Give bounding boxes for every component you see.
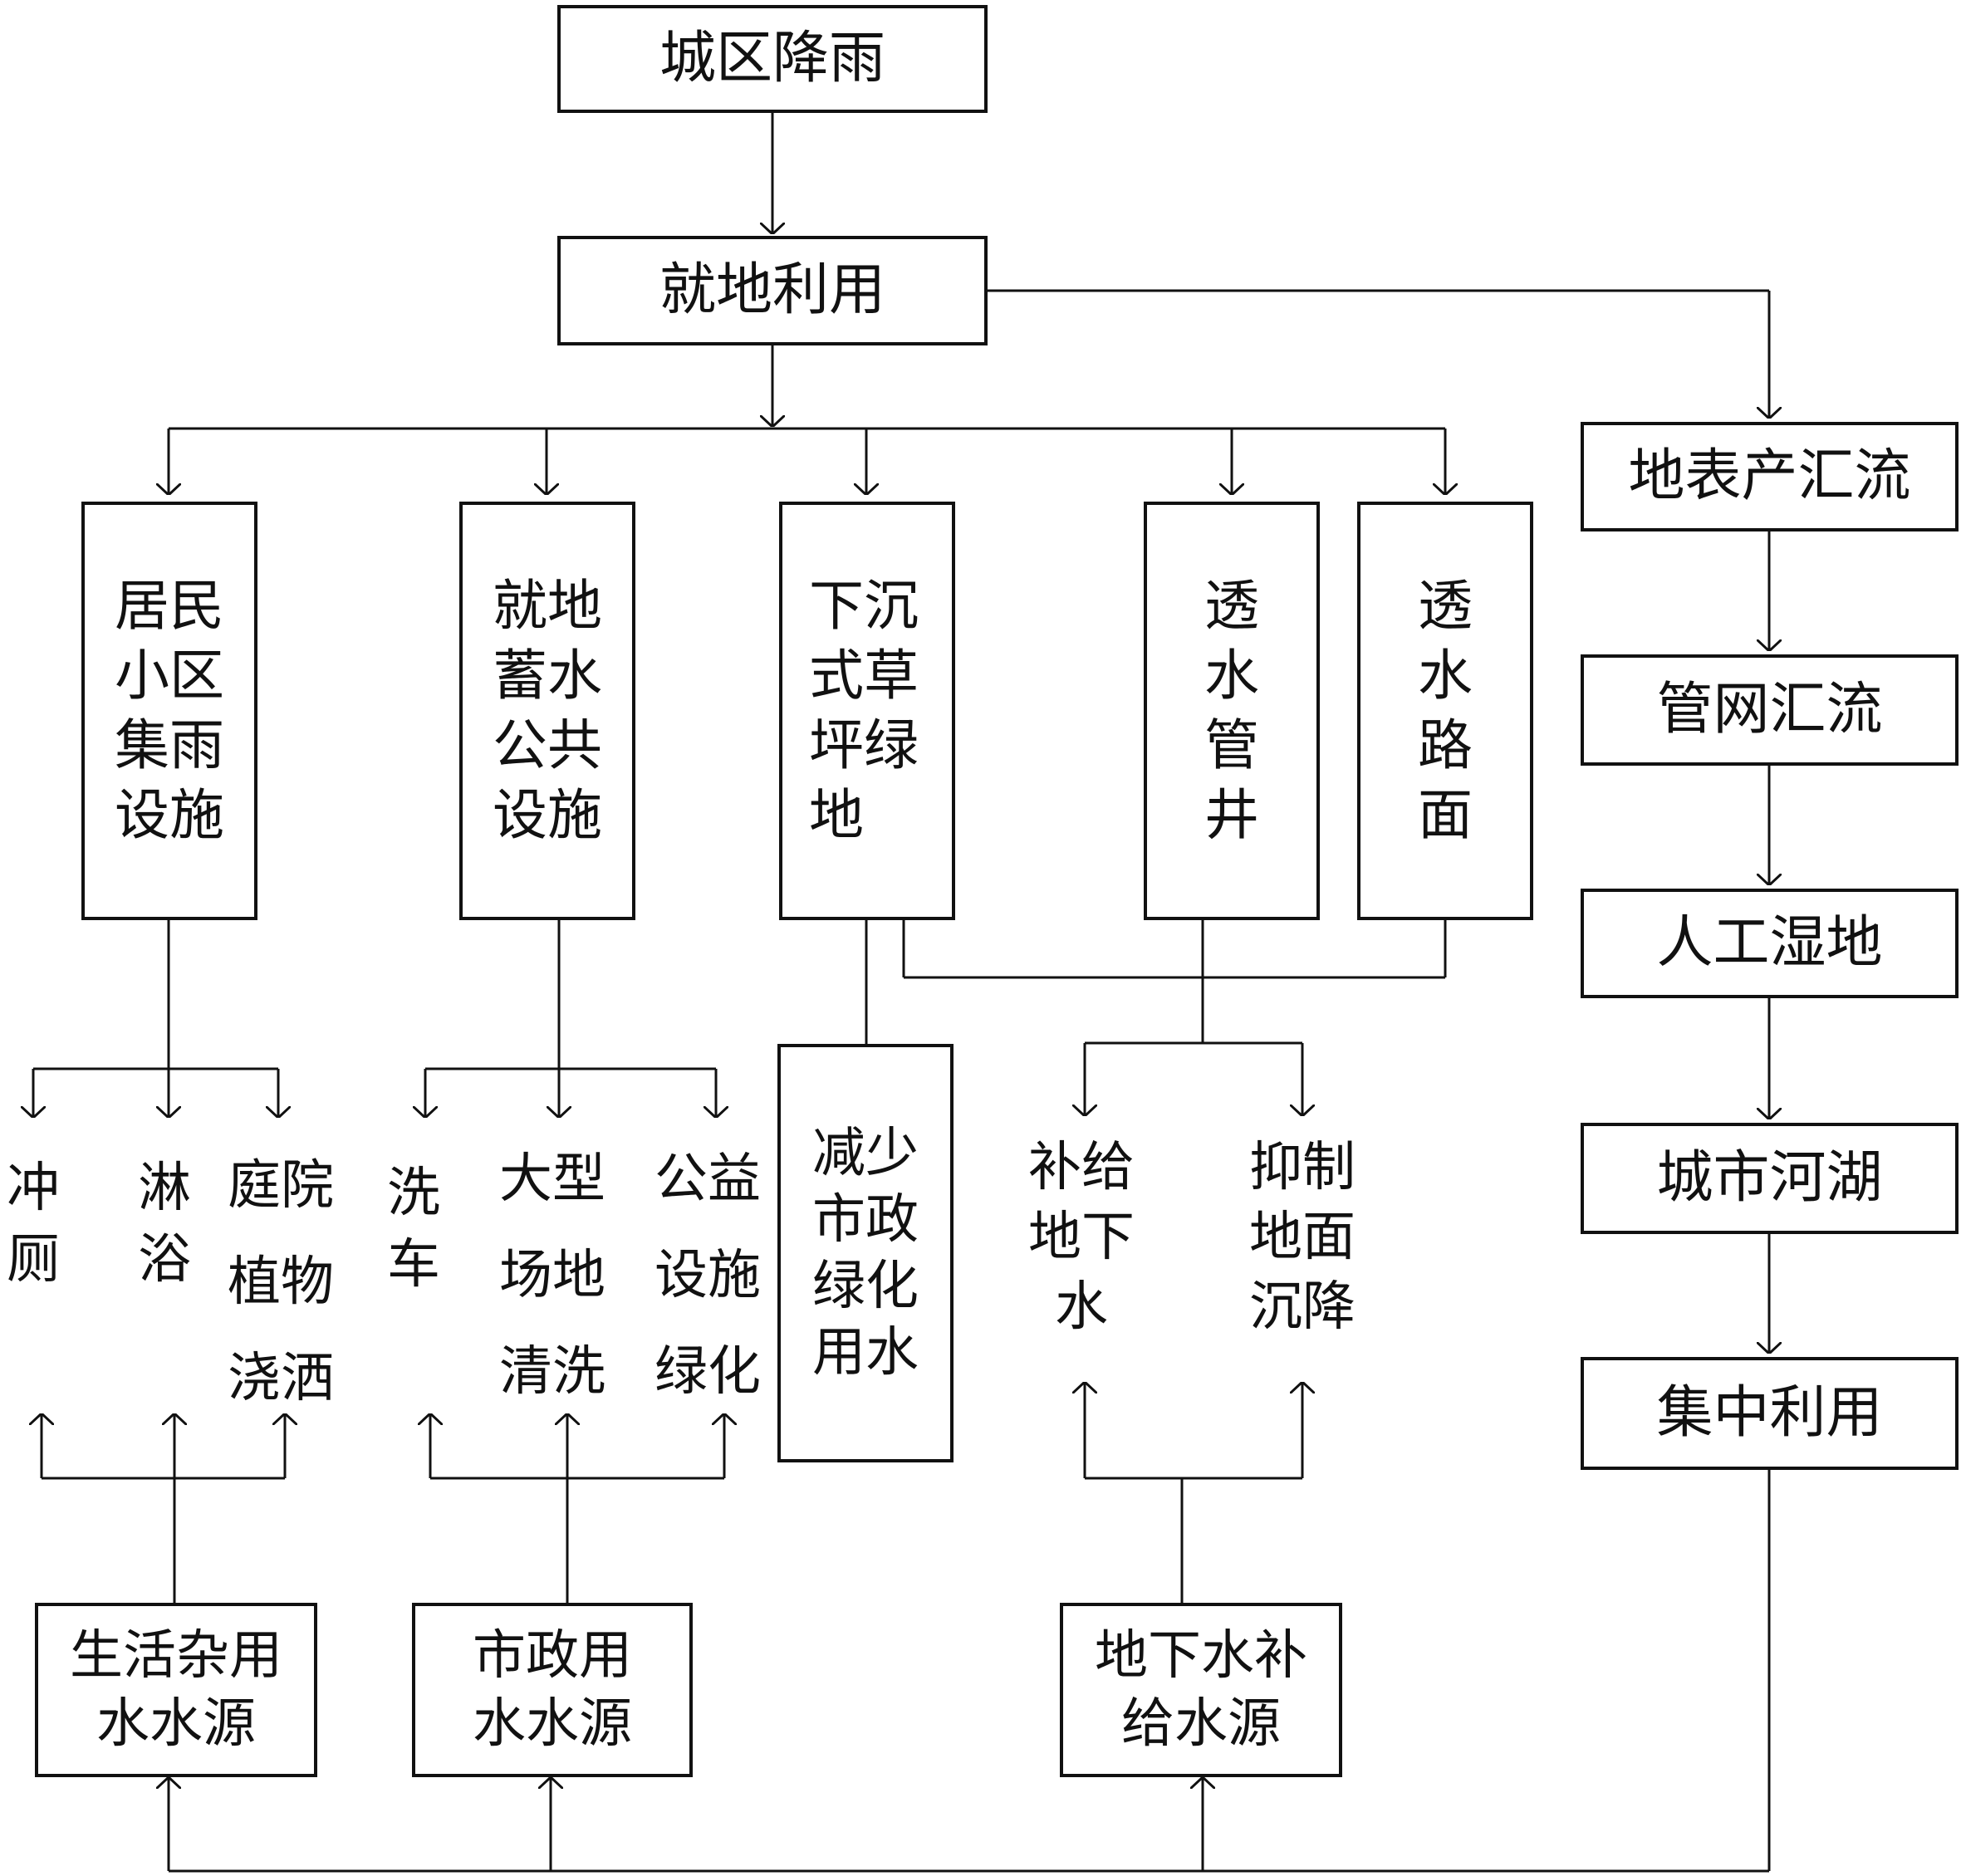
municipal-source-label: 市政用 水水源 (473, 1625, 632, 1755)
recharge-source-label: 地下水补 给水源 (1095, 1625, 1307, 1755)
rain-label: 城区降雨 (659, 26, 885, 91)
urban-lake-label: 城市河湖 (1656, 1145, 1883, 1211)
perm-well-box: 透水管井 (1144, 502, 1320, 920)
pipe-runoff-box: 管网汇流 (1581, 654, 1959, 766)
surface-runoff-box: 地表产汇流 (1581, 422, 1959, 531)
use-garden: 庭院 植物 浇洒 (228, 1155, 334, 1409)
domestic-source-label: 生活杂用 水水源 (70, 1625, 282, 1755)
surface-runoff-label: 地表产汇流 (1628, 443, 1911, 509)
use-shower: 淋浴 (138, 1158, 191, 1291)
reduce-green-box: 减少市政绿化用水 (777, 1044, 954, 1462)
local-use-label: 就地利用 (659, 257, 885, 323)
sunken-lawn-box: 下沉式草坪绿地 (779, 502, 955, 920)
use-public-green: 公益 设施 绿化 (654, 1149, 761, 1403)
central-use-label: 集中利用 (1656, 1380, 1883, 1446)
use-toilet: 冲厕 (7, 1158, 60, 1291)
sunken-lawn-label: 下沉式草坪绿地 (809, 574, 919, 847)
reduce-green-label: 减少市政绿化用水 (812, 1123, 919, 1384)
use-recharge: 补给 地下 水 (1028, 1137, 1135, 1338)
use-plaza: 大型 场地 清洗 (499, 1149, 605, 1403)
wetland-box: 人工湿地 (1581, 889, 1959, 998)
perm-well-label: 透水管井 (1204, 574, 1259, 847)
pipe-runoff-label: 管网汇流 (1656, 677, 1883, 742)
perm-road-label: 透水路面 (1418, 574, 1473, 847)
use-carwash: 洗车 (387, 1163, 440, 1296)
central-use-box: 集中利用 (1581, 1357, 1959, 1470)
storage-label: 就地蓄水公共设施 (493, 574, 602, 847)
storage-box: 就地蓄水公共设施 (459, 502, 635, 920)
rain-box: 城区降雨 (557, 5, 988, 113)
recharge-source-box: 地下水补 给水源 (1060, 1603, 1342, 1777)
domestic-source-box: 生活杂用 水水源 (35, 1603, 317, 1777)
local-use-box: 就地利用 (557, 236, 988, 345)
residential-box: 居民小区集雨设施 (81, 502, 257, 920)
wetland-label: 人工湿地 (1656, 910, 1883, 976)
perm-road-box: 透水路面 (1357, 502, 1533, 920)
residential-label: 居民小区集雨设施 (115, 574, 224, 847)
municipal-source-box: 市政用 水水源 (412, 1603, 693, 1777)
use-subsidence: 抑制 地面 沉降 (1249, 1137, 1356, 1338)
urban-lake-box: 城市河湖 (1581, 1123, 1959, 1234)
